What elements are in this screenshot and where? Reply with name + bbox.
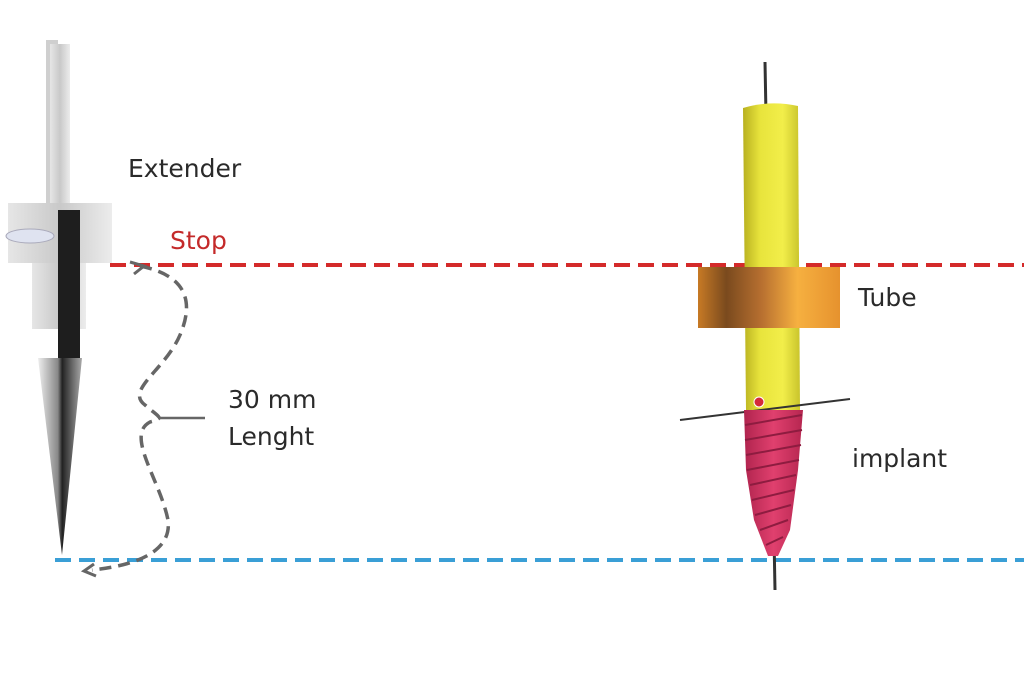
extender-rod [58,210,80,360]
length-word-label: Lenght [228,422,315,451]
arrow-head-top [129,260,148,276]
extender-shaft [50,44,70,209]
arrow-head-bottom [80,562,97,578]
extender-screw [5,228,55,244]
reference-line [679,398,851,421]
extender-instrument [5,40,112,555]
length-value-label: 30 mm [228,385,317,414]
tube-collar [698,267,840,328]
tube-rod [743,103,800,410]
marker-dot [753,396,765,408]
implant-threads [744,414,803,546]
implant-label: implant [852,444,948,473]
extender-blade [38,358,82,555]
stop-label: Stop [170,226,227,255]
extender-hook [46,40,58,205]
tube-label: Tube [858,283,917,312]
implant-assembly [679,61,851,591]
extender-label: Extender [128,154,242,183]
